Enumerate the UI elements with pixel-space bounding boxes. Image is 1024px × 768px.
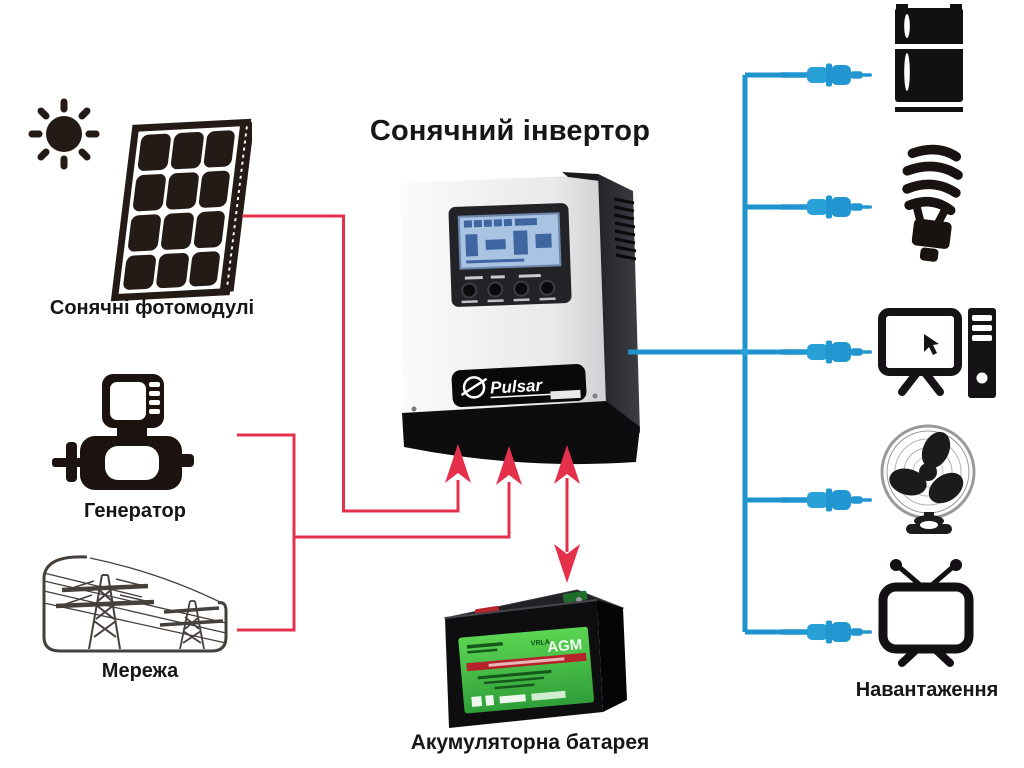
ac-junction-dot (741, 348, 749, 356)
plug-icon-computer (780, 335, 874, 369)
tv-icon (878, 558, 974, 670)
battery-image: VRLA AGM (437, 580, 632, 730)
refrigerator-icon (893, 4, 965, 114)
load-label: Навантаження (855, 679, 999, 701)
battery-label: Акумуляторна батарея (410, 731, 650, 754)
battery-agm-text: AGM (547, 636, 583, 656)
computer-icon (878, 308, 998, 404)
inverter-brand-text: Pulsar (490, 376, 544, 398)
generator-grid-trunk-line (237, 433, 296, 632)
generator-label: Генератор (84, 500, 186, 522)
battery-vrla-text: VRLA (531, 639, 551, 648)
generator-icon (50, 374, 210, 496)
inverter-image: Pulsar (390, 165, 642, 465)
fan-icon (876, 420, 980, 538)
trunk-to-inverter-line (294, 482, 511, 539)
plug-icon-refrigerator (780, 58, 874, 92)
power-grid-label: Мережа (101, 660, 179, 682)
solar-panel-label: Сонячні фотомодулі (49, 297, 255, 319)
sun-icon (22, 92, 106, 176)
cfl-bulb-icon (890, 143, 972, 271)
page-title: Сонячний інвертор (369, 115, 651, 147)
arrow-down-battery (554, 544, 580, 583)
inverter-brand-plate: Pulsar (451, 364, 587, 408)
solar-panel-icon (72, 115, 252, 307)
plug-icon-bulb (780, 190, 874, 224)
plug-icon-tv (780, 615, 874, 649)
plug-icon-fan (780, 483, 874, 517)
power-grid-icon (32, 551, 237, 663)
